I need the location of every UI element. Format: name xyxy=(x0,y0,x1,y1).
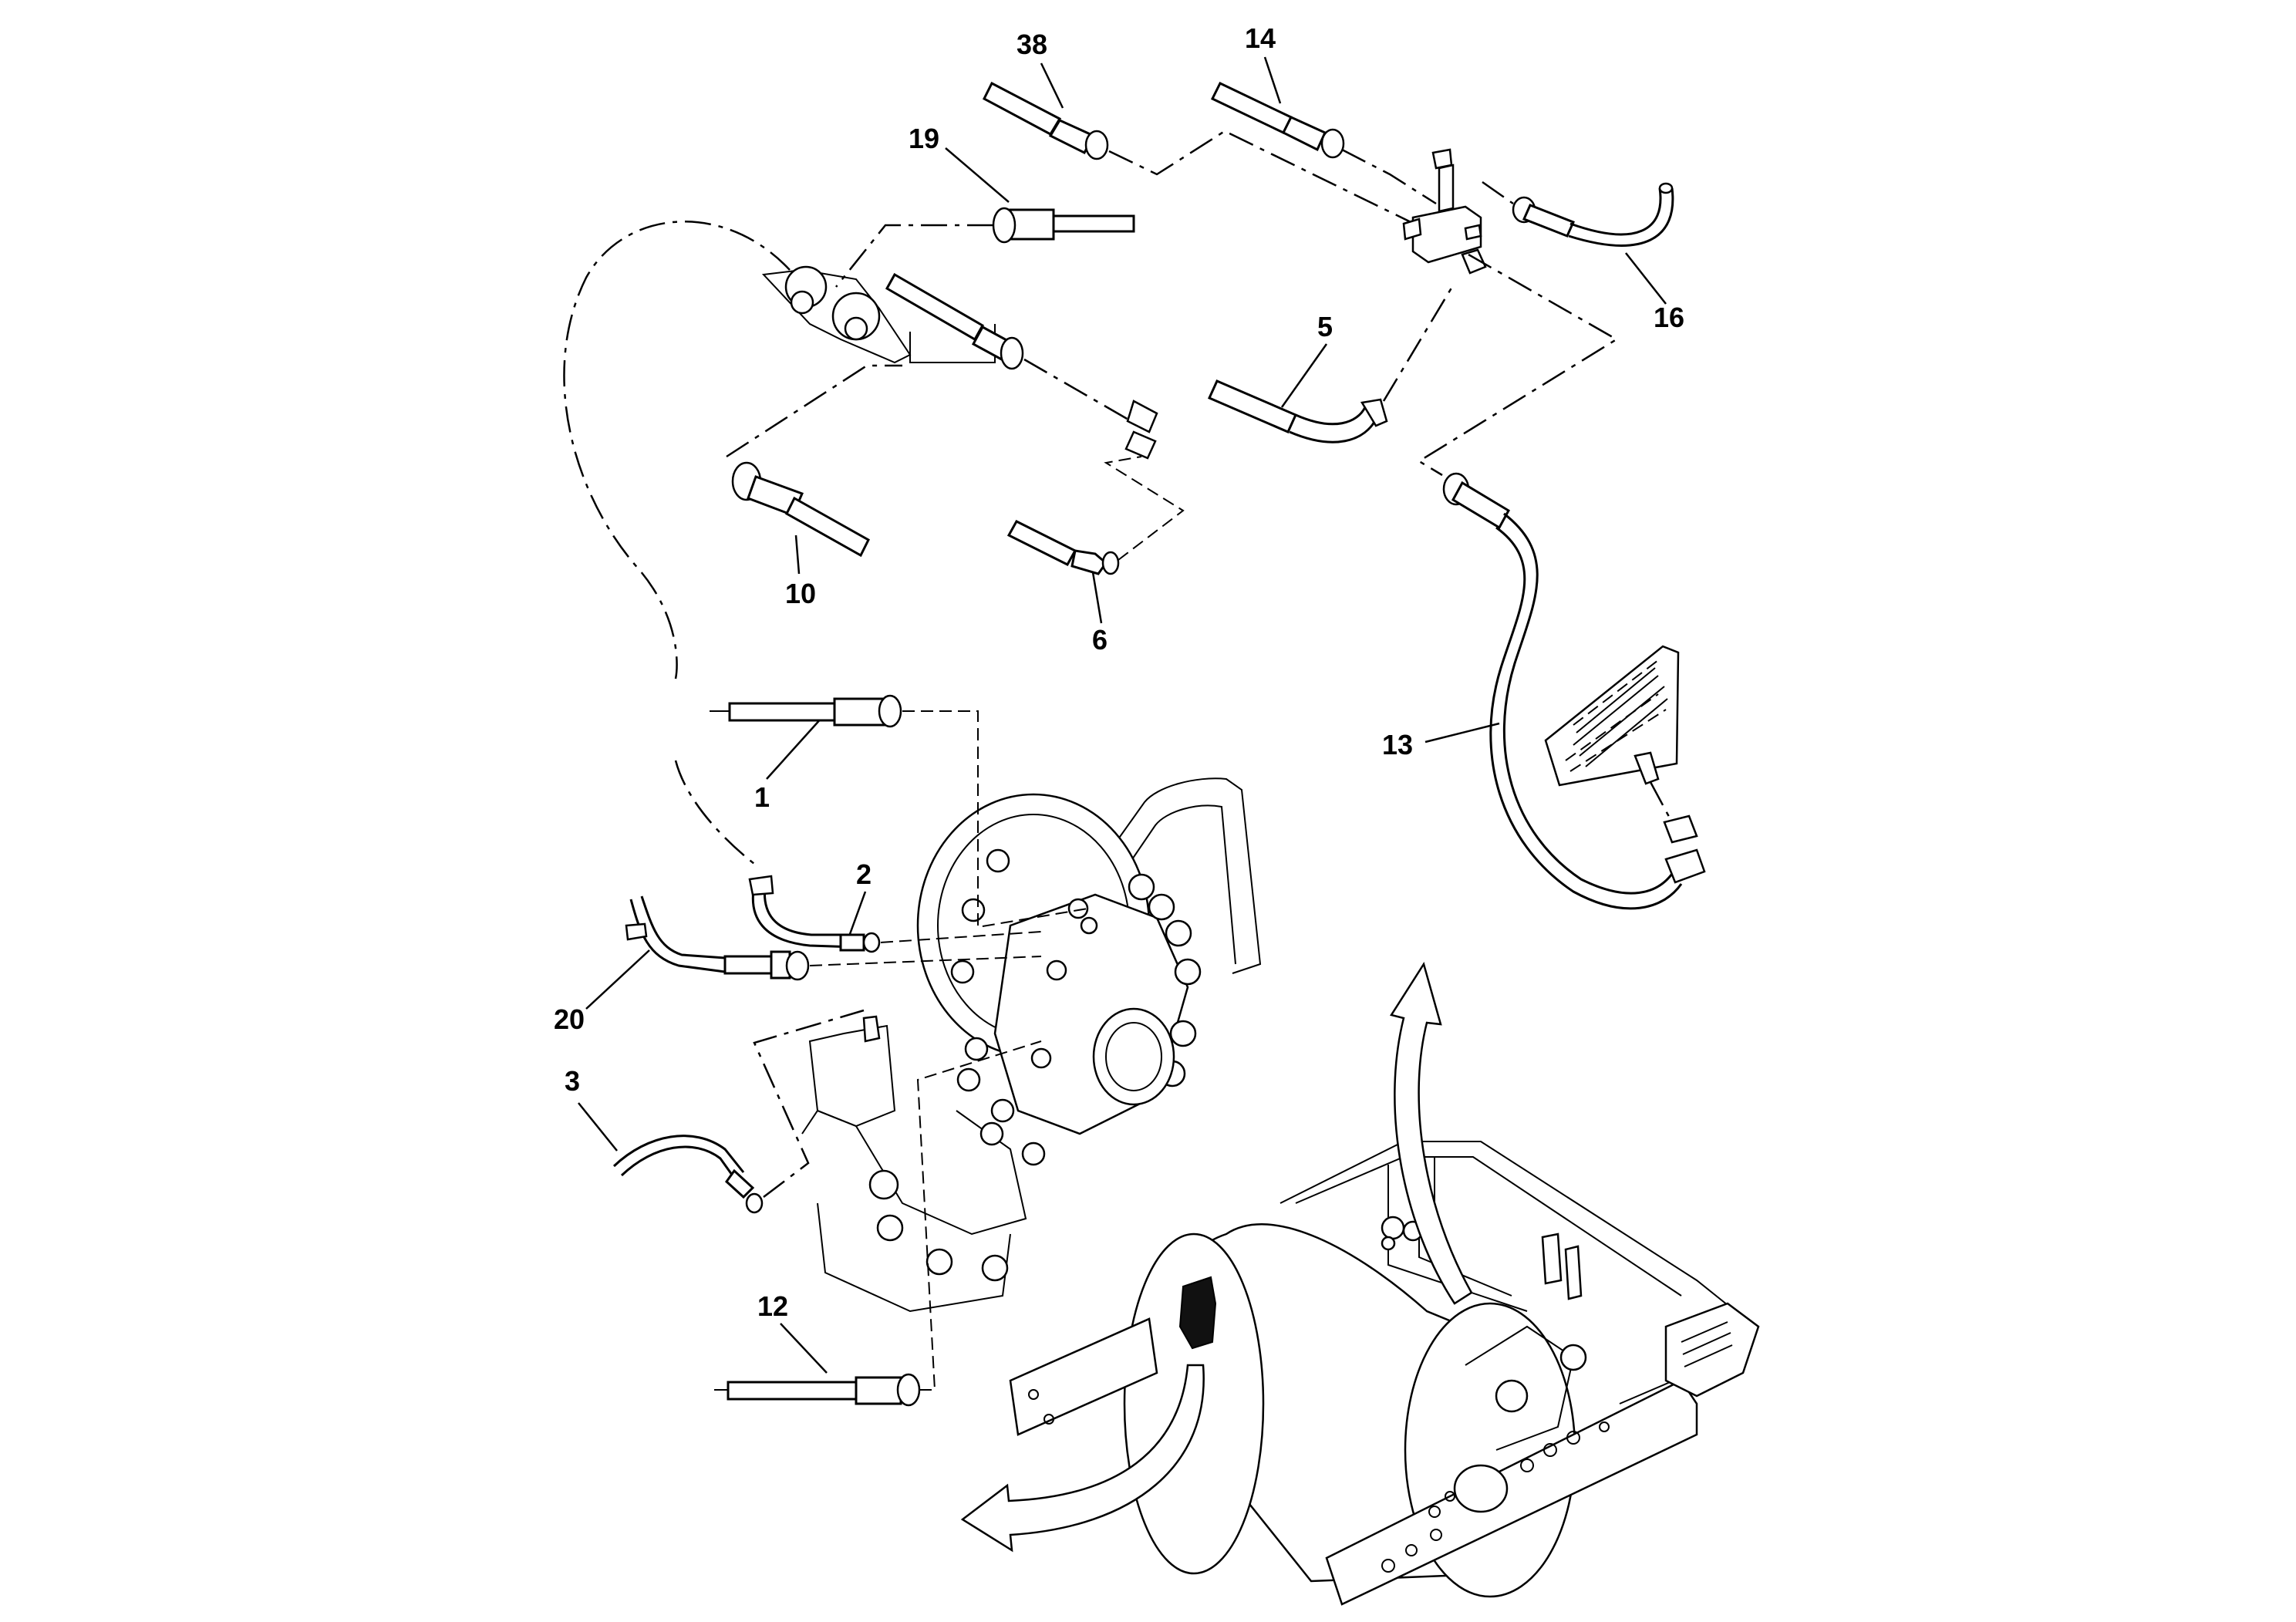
leader-38 xyxy=(1040,62,1064,109)
link-20-motor xyxy=(809,956,1042,966)
part-labels: 38 14 19 16 5 10 6 13 1 2 20 3 12 xyxy=(554,22,1684,1322)
link-38-valve xyxy=(1108,130,1437,236)
leader-16 xyxy=(1625,252,1667,305)
leader-lines xyxy=(578,56,1667,1374)
valve-assembly-top xyxy=(983,81,1706,910)
label-20: 20 xyxy=(554,1003,585,1035)
link-5-valve xyxy=(1382,285,1455,402)
hose-1 xyxy=(710,694,902,728)
end-plate-grille xyxy=(1664,1302,1760,1398)
label-16: 16 xyxy=(1654,302,1684,333)
label-10: 10 xyxy=(785,578,816,609)
link-14-valve xyxy=(1341,148,1437,205)
side-plate-left xyxy=(1009,1317,1158,1436)
leader-20 xyxy=(585,949,650,1010)
link-1-motor xyxy=(902,710,1088,929)
hose-20 xyxy=(625,895,810,981)
leader-1 xyxy=(766,717,823,780)
leader-19 xyxy=(945,147,1010,203)
link-10-pump xyxy=(726,364,902,458)
link-3-motor xyxy=(753,1009,865,1198)
hose-center-top xyxy=(885,272,1158,460)
hose-19 xyxy=(992,207,1135,244)
valve-block xyxy=(1402,148,1487,275)
leader-3 xyxy=(578,1102,618,1152)
link-pump-loop xyxy=(563,221,791,679)
label-1: 1 xyxy=(754,781,770,813)
link-16-valve xyxy=(1482,180,1514,205)
label-3: 3 xyxy=(565,1065,580,1097)
pump-port-d xyxy=(844,316,868,341)
curved-arrows xyxy=(960,961,1473,1553)
leader-10 xyxy=(794,534,801,575)
hose-3 xyxy=(612,1135,764,1214)
hose-38 xyxy=(983,81,1109,160)
cooler-plate xyxy=(1544,645,1698,844)
frame-arm xyxy=(1087,777,1262,974)
link-6-pump xyxy=(1104,456,1185,561)
link-12-motor xyxy=(916,1040,1042,1391)
label-2: 2 xyxy=(856,858,872,890)
hose-10 xyxy=(731,461,870,558)
curved-arrow-left xyxy=(960,1364,1205,1553)
leader-5 xyxy=(1280,343,1328,408)
hose-5 xyxy=(1208,379,1388,443)
hose-2 xyxy=(748,875,881,953)
label-13: 13 xyxy=(1382,729,1413,760)
leader-12 xyxy=(780,1323,828,1374)
motor-hoses xyxy=(563,221,1088,1407)
label-38: 38 xyxy=(1017,29,1047,60)
label-6: 6 xyxy=(1092,624,1108,656)
drive-motor-assembly xyxy=(801,777,1262,1313)
curved-arrow-up xyxy=(1390,961,1473,1305)
label-14: 14 xyxy=(1245,22,1276,54)
label-5: 5 xyxy=(1317,311,1333,342)
hand-marker-icon xyxy=(1178,1276,1217,1350)
leader-13 xyxy=(1424,722,1500,744)
hose-13 xyxy=(1442,472,1706,910)
hose-14 xyxy=(1210,82,1345,159)
hose-12 xyxy=(714,1373,921,1407)
leader-14 xyxy=(1263,56,1282,104)
hose-6 xyxy=(1006,520,1120,575)
label-19: 19 xyxy=(909,123,939,154)
link-2-motor xyxy=(880,931,1042,943)
pump-port-c xyxy=(790,290,814,315)
drum-roller-assembly xyxy=(1009,1141,1760,1606)
link-13-valve xyxy=(1417,253,1619,477)
label-12: 12 xyxy=(757,1290,788,1322)
pump-assembly-top xyxy=(726,207,1185,575)
leader-6 xyxy=(1091,567,1103,624)
link-19-pump xyxy=(835,224,993,288)
hose-16 xyxy=(1512,182,1674,247)
side-plate-right xyxy=(1325,1379,1698,1606)
